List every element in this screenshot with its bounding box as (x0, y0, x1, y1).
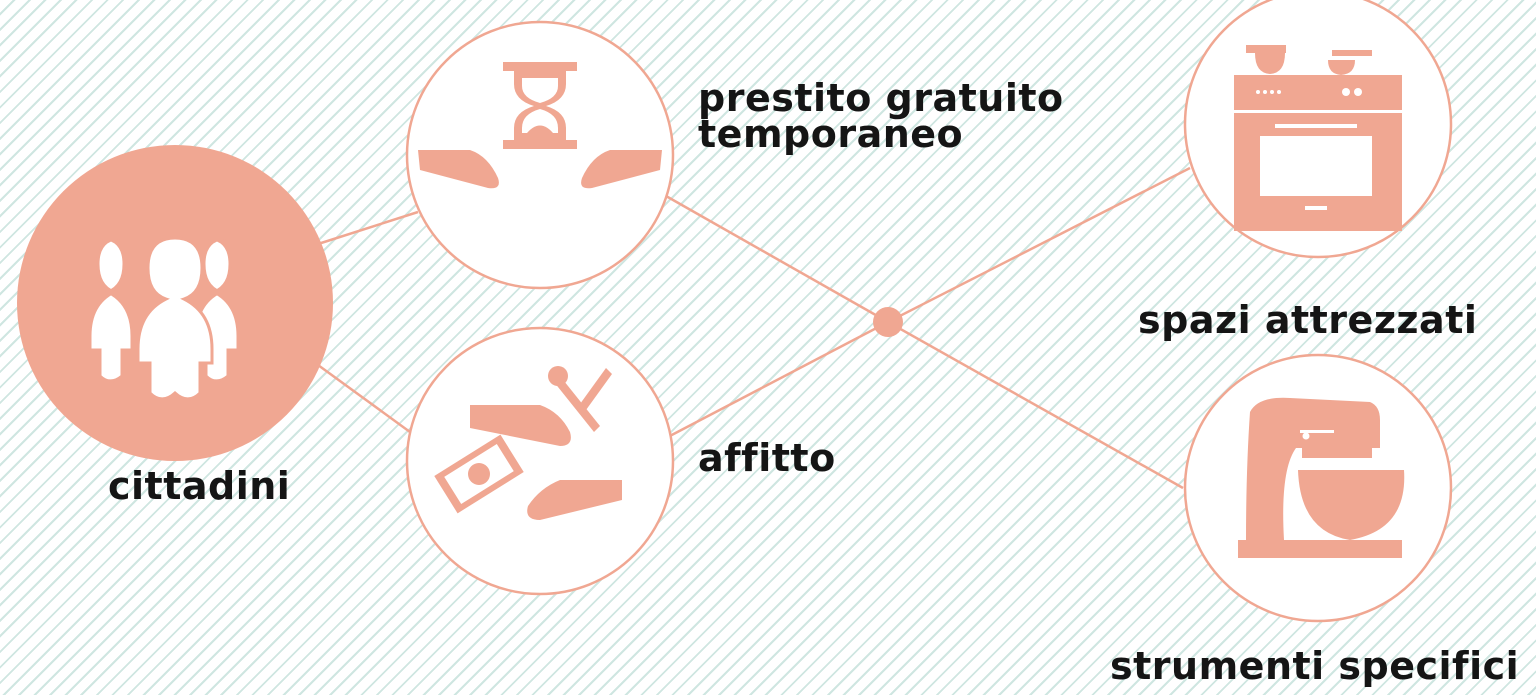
label-cittadini: cittadini (108, 464, 291, 508)
oven-icon (1234, 45, 1402, 231)
stand-mixer-icon (1238, 397, 1405, 558)
connector-hub-spazi (887, 166, 1191, 324)
label-prestito-line1: prestito gratuito (698, 76, 1064, 120)
node-affitto-circle (405, 326, 675, 596)
node-cittadini (17, 145, 333, 461)
label-spazi: spazi attrezzati (1138, 298, 1478, 342)
label-affitto: affitto (698, 436, 836, 480)
label-strumenti: strumenti specifici (1110, 644, 1520, 688)
money-tools-exchange-icon (434, 366, 622, 520)
connector-prestito-hub (665, 194, 889, 324)
connector-cittadini-prestito (317, 210, 419, 246)
hourglass-hands-icon (418, 62, 662, 189)
connectors (317, 166, 1191, 490)
label-prestito: prestito gratuito temporaneo (698, 76, 1064, 157)
node-prestito-circle (405, 20, 675, 290)
node-spazi (1183, 0, 1453, 259)
connector-affitto-hub (665, 320, 889, 440)
connector-hub-strumenti (887, 320, 1184, 490)
label-prestito-line2: temporaneo (698, 112, 964, 157)
node-prestito (405, 20, 675, 290)
hub-dot (873, 307, 903, 337)
connector-cittadini-affitto (317, 363, 411, 434)
people-group-icon (88, 236, 240, 401)
node-strumenti (1183, 353, 1453, 623)
node-affitto (405, 326, 675, 596)
